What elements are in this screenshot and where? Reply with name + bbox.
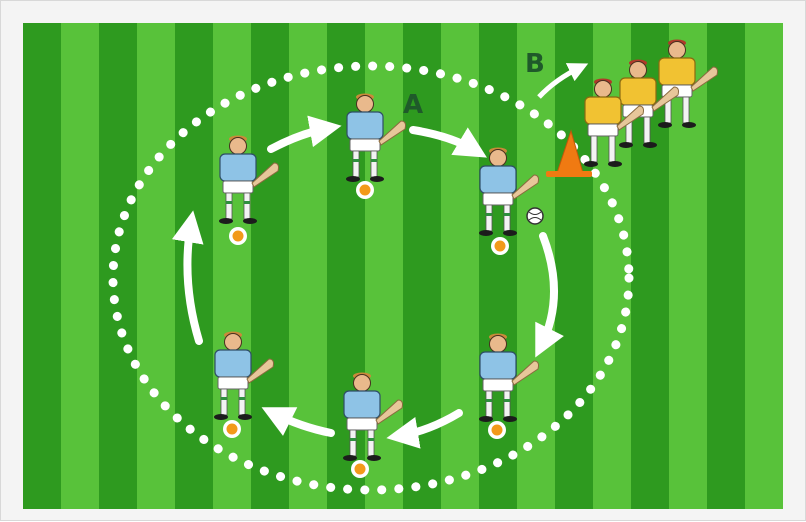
marker-6	[223, 420, 241, 438]
pitch-stripe	[61, 23, 99, 509]
pitch-stripe	[745, 23, 783, 509]
marker-1	[229, 227, 247, 245]
marker-2	[356, 181, 374, 199]
sliotar-ball	[527, 208, 543, 224]
marker-3	[491, 237, 509, 255]
pitch-stripe	[137, 23, 175, 509]
label-b: B	[525, 49, 545, 79]
marker-5	[351, 460, 369, 478]
marker-4	[488, 421, 506, 439]
pitch-stripe	[441, 23, 479, 509]
pitch-stripe	[289, 23, 327, 509]
label-a: A	[403, 90, 423, 120]
